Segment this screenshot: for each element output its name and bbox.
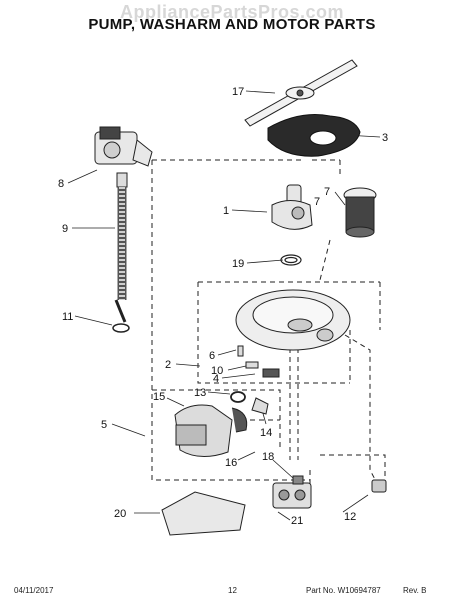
- callout-4: 4: [213, 373, 219, 385]
- filter-assembly: [343, 187, 377, 238]
- support-bracket: [161, 491, 246, 536]
- diverter-valve: [272, 475, 312, 509]
- drain-hose: [114, 172, 128, 323]
- callout-3: 3: [382, 132, 388, 144]
- callout-21: 21: [291, 515, 303, 527]
- callout-11: 11: [62, 311, 73, 323]
- footer-date: 04/11/2017: [14, 586, 54, 595]
- footer-page-number: 12: [228, 586, 237, 595]
- filter-dashed-line: [312, 159, 341, 281]
- callout-17: 17: [232, 86, 244, 98]
- watermark: AppliancePartsPros.com: [119, 2, 345, 22]
- callout-16: 16: [225, 457, 237, 469]
- drain-pump-motor: [174, 391, 269, 457]
- callout-12: 12: [344, 511, 356, 523]
- pump-housing: [271, 184, 313, 230]
- pump-seal-ring: [280, 254, 302, 266]
- hose-clamp: [112, 323, 130, 333]
- outer-dashed-boundary: [151, 159, 386, 500]
- pump-dashed-boundary: [152, 389, 281, 450]
- circulation-motor: [94, 126, 153, 167]
- callout-20: 20: [114, 508, 126, 520]
- callout-7b: 7: [314, 196, 320, 208]
- wire-dashed-line: [344, 334, 379, 486]
- footer-part-number: Part No. W10694787: [306, 586, 381, 595]
- callout-5: 5: [101, 419, 107, 431]
- callout-7a: 7: [324, 186, 330, 198]
- hose-dashed-line: [289, 330, 299, 460]
- callout-6: 6: [209, 350, 215, 362]
- small-parts: [237, 345, 280, 378]
- sump-dashed-boundary: [197, 281, 381, 384]
- callout-2: 2: [165, 359, 171, 371]
- footer-revision: Rev. B: [403, 586, 427, 595]
- callout-15: 15: [153, 391, 165, 403]
- callout-10: 10: [211, 365, 223, 377]
- callout-13: 13: [194, 387, 206, 399]
- page-title: PUMP, WASHARM AND MOTOR PARTS: [88, 16, 376, 33]
- upper-spray-arm: [244, 59, 358, 127]
- callout-14: 14: [260, 427, 272, 439]
- wire-connector: [371, 479, 387, 493]
- callout-9: 9: [62, 223, 68, 235]
- callout-18: 18: [262, 451, 274, 463]
- callout-19: 19: [232, 258, 244, 270]
- callout-8: 8: [58, 178, 64, 190]
- callout-1: 1: [223, 205, 229, 217]
- sump-assembly: [235, 289, 351, 351]
